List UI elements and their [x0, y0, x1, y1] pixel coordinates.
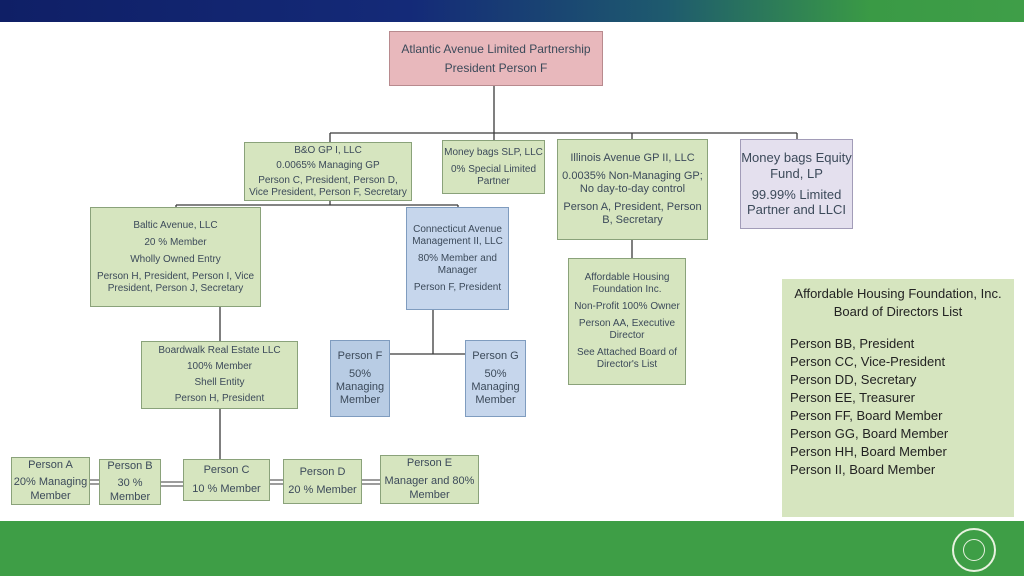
person-d-name: Person D — [299, 465, 346, 478]
bo-gp-box: B&O GP I, LLC 0.0065% Managing GP Person… — [244, 142, 412, 201]
moneybags-fund-box: Money bags Equity Fund, LP 99.99% Limite… — [740, 139, 853, 229]
person-d-box: Person D 20 % Member — [283, 459, 362, 504]
connecticut-box: Connecticut Avenue Management II, LLC 80… — [406, 207, 509, 310]
person-f-box: Person F 50% Managing Member — [330, 340, 390, 417]
person-e-name: Person E — [406, 457, 453, 470]
board-member: Person BB, President — [790, 336, 915, 351]
boardwalk-name: Boardwalk Real Estate LLC — [158, 345, 281, 356]
bottom-banner — [0, 521, 1024, 576]
board-of-directors-panel: Affordable Housing Foundation, Inc. Boar… — [782, 279, 1014, 517]
person-g-box: Person G 50% Managing Member — [465, 340, 526, 417]
person-e-box: Person E Manager and 80% Member — [380, 455, 479, 504]
illinois-box: Illinois Avenue GP II, LLC 0.0035% Non-M… — [557, 139, 708, 240]
person-f-role: 50% Managing Member — [335, 367, 385, 407]
board-member: Person CC, Vice-President — [790, 354, 946, 369]
illinois-name: Illinois Avenue GP II, LLC — [570, 151, 695, 164]
illinois-officers: Person A, President, Person B, Secretary — [563, 201, 702, 227]
person-e-role: Manager and 80% Member — [384, 475, 475, 501]
boardwalk-type: Shell Entity — [194, 377, 245, 388]
person-a-box: Person A 20% Managing Member — [11, 457, 90, 505]
top-banner — [0, 0, 1024, 22]
moneybags-slp-role: 0% Special Limited Partner — [450, 163, 537, 187]
illinois-role: 0.0035% Non-Managing GP; No day-to-day c… — [562, 169, 703, 195]
connecticut-role: 80% Member and Manager — [418, 252, 497, 276]
affordable-housing-box: Affordable Housing Foundation Inc. Non-P… — [568, 258, 686, 385]
baltic-type: Wholly Owned Entry — [130, 253, 221, 265]
person-a-name: Person A — [28, 459, 73, 472]
person-d-role: 20 % Member — [288, 484, 357, 496]
person-b-box: Person B 30 % Member — [99, 459, 161, 505]
board-member: Person FF, Board Member — [790, 408, 943, 423]
moneybags-fund-name: Money bags Equity Fund, LP — [741, 150, 852, 181]
person-b-name: Person B — [107, 460, 153, 473]
bo-gp-role: 0.0065% Managing GP — [276, 159, 380, 171]
boardwalk-box: Boardwalk Real Estate LLC 100% Member Sh… — [141, 341, 298, 409]
person-g-role: 50% Managing Member — [471, 367, 520, 407]
board-member: Person DD, Secretary — [790, 372, 917, 387]
affordable-role: Non-Profit 100% Owner — [574, 301, 680, 312]
baltic-box: Baltic Avenue, LLC 20 % Member Wholly Ow… — [90, 207, 261, 307]
person-c-role: 10 % Member — [192, 482, 261, 495]
atlantic-name: Atlantic Avenue Limited Partnership — [401, 41, 591, 56]
bo-gp-officers: Person C, President, Person D, Vice Pres… — [249, 174, 407, 198]
person-a-role: 20% Managing Member — [13, 476, 88, 502]
moneybags-slp-box: Money bags SLP, LLC 0% Special Limited P… — [442, 140, 545, 194]
person-c-box: Person C 10 % Member — [183, 459, 270, 501]
affordable-note: See Attached Board of Director's List — [576, 347, 678, 370]
atlantic-president: President Person F — [444, 61, 548, 75]
hud-seal-icon — [952, 528, 996, 572]
moneybags-slp-name: Money bags SLP, LLC — [444, 146, 543, 158]
affordable-director: Person AA, Executive Director — [578, 318, 676, 341]
person-b-role: 30 % Member — [109, 477, 151, 503]
board-member: Person GG, Board Member — [790, 426, 949, 441]
baltic-officers: Person H, President, Person I, Vice Pres… — [96, 270, 255, 294]
board-member: Person II, Board Member — [790, 462, 936, 477]
bo-gp-name: B&O GP I, LLC — [294, 144, 362, 156]
connecticut-name: Connecticut Avenue Management II, LLC — [412, 223, 503, 247]
affordable-name: Affordable Housing Foundation Inc. — [584, 272, 670, 295]
baltic-role: 20 % Member — [144, 236, 207, 248]
person-f-name: Person F — [337, 349, 383, 362]
connecticut-officer: Person F, President — [413, 281, 502, 293]
moneybags-fund-role: 99.99% Limited Partner and LLCI — [746, 186, 846, 218]
boardwalk-officer: Person H, President — [174, 393, 265, 404]
person-g-name: Person G — [472, 349, 519, 362]
board-member: Person HH, Board Member — [790, 444, 947, 459]
baltic-name: Baltic Avenue, LLC — [133, 219, 218, 231]
board-member: Person EE, Treasurer — [790, 390, 915, 405]
board-title: Affordable Housing Foundation, Inc. Boar… — [794, 286, 1002, 319]
person-c-name: Person C — [203, 464, 250, 477]
atlantic-avenue-box: Atlantic Avenue Limited Partnership Pres… — [389, 31, 603, 86]
boardwalk-role: 100% Member — [186, 361, 253, 372]
